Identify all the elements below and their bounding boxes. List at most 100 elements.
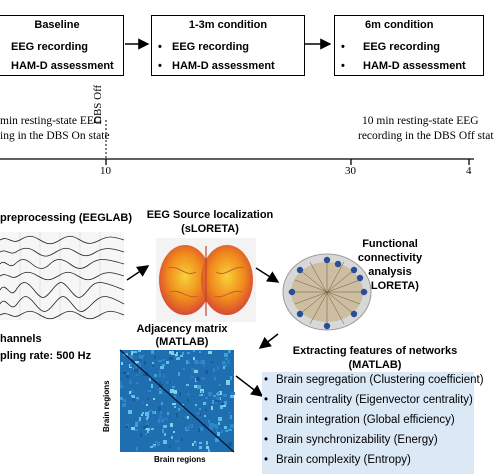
- matrix-cell: [136, 397, 139, 400]
- matrix-cell: [187, 399, 189, 402]
- matrix-cell: [160, 366, 164, 369]
- matrix-cell: [174, 390, 177, 394]
- matrix-cell: [147, 398, 149, 400]
- matrix-cell: [224, 353, 228, 357]
- condition-6m-box: 6m condition • EEG recording • HAM-D ass…: [334, 15, 484, 76]
- matrix-cell: [187, 393, 190, 396]
- matrix-cell: [164, 418, 168, 420]
- matrix-cell: [205, 409, 207, 411]
- matrix-cell: [166, 381, 169, 384]
- matrix-cell: [216, 430, 218, 432]
- matrix-cell: [228, 350, 231, 353]
- matrix-cell: [194, 385, 197, 388]
- matrix-cell: [137, 363, 141, 367]
- feature-bullet-5: •: [264, 454, 269, 466]
- matrix-cell: [195, 442, 197, 446]
- matrix-cell: [216, 397, 220, 400]
- source-title: EEG Source localization (sLORETA): [146, 208, 274, 236]
- matrix-cell: [136, 399, 138, 401]
- matrix-cell: [136, 447, 138, 451]
- channels-label: hannels: [0, 333, 42, 345]
- matrix-cell: [148, 390, 151, 392]
- matrix-cell: [120, 381, 122, 385]
- feature-centrality: Brain centrality (Eigenvector centrality…: [276, 394, 473, 406]
- matrix-cell: [163, 374, 165, 378]
- matrix-cell: [208, 392, 212, 396]
- matrix-cell: [209, 426, 213, 430]
- matrix-cell: [187, 416, 189, 419]
- matrix-cell: [183, 368, 185, 370]
- matrix-cell: [225, 365, 227, 367]
- matrix-cell: [121, 362, 123, 365]
- matrix-cell: [152, 411, 155, 414]
- matrix-cell: [163, 425, 167, 428]
- matrix-cell: [228, 442, 232, 446]
- condition-1-3m-title: 1-3m condition: [188, 19, 268, 31]
- right-note-line-2: recording in the DBS Off stat: [358, 130, 494, 142]
- matrix-cell: [176, 413, 178, 417]
- matrix-cell: [145, 433, 147, 435]
- matrix-cell: [211, 406, 213, 410]
- connectivity-brain-image: [282, 253, 372, 331]
- matrix-cell: [219, 391, 222, 395]
- feature-complexity: Brain complexity (Entropy): [276, 454, 411, 466]
- matrix-cell: [206, 446, 209, 449]
- matrix-cell: [131, 395, 135, 397]
- matrix-cell: [123, 399, 126, 402]
- matrix-cell: [199, 427, 203, 431]
- matrix-cell: [162, 364, 165, 366]
- condition-6m-bullet-1: •: [341, 41, 345, 53]
- matrix-cell: [201, 360, 205, 364]
- matrix-cell: [199, 393, 201, 395]
- matrix-cell: [187, 352, 190, 354]
- matrix-cell: [223, 394, 227, 397]
- matrix-cell: [157, 442, 160, 446]
- eeg-traces: [0, 232, 125, 320]
- matrix-cell: [175, 440, 179, 443]
- features-title: Extracting features of networks (MATLAB): [280, 344, 470, 372]
- matrix-cell: [209, 423, 211, 426]
- matrix-cell: [181, 438, 183, 441]
- condition-1-3m-bullet-2: •: [158, 60, 162, 72]
- source-title-line-2: (sLORETA): [181, 223, 239, 235]
- matrix-cell: [126, 375, 129, 378]
- condition-6m-title: 6m condition: [365, 19, 434, 31]
- matrix-cell: [159, 390, 162, 394]
- matrix-cell: [211, 361, 213, 363]
- matrix-cell: [161, 419, 164, 422]
- matrix-cell: [141, 414, 143, 416]
- matrix-cell: [206, 441, 208, 445]
- matrix-cell: [171, 436, 173, 439]
- matrix-cell: [129, 391, 131, 394]
- matrix-cell: [170, 389, 174, 393]
- matrix-cell: [191, 376, 194, 378]
- matrix-cell: [203, 363, 205, 367]
- matrix-cell: [192, 443, 194, 446]
- condition-1-3m-item-eeg: EEG recording: [172, 41, 250, 53]
- matrix-cell: [231, 351, 233, 353]
- matrix-cell: [188, 361, 190, 364]
- matrix-cell: [195, 404, 197, 406]
- matrix-cell: [226, 382, 230, 385]
- matrix-cell: [217, 366, 219, 370]
- matrix-cell: [174, 395, 176, 398]
- matrix-cell: [175, 352, 178, 356]
- left-note: min resting-state EEG ing in the DBS On …: [0, 114, 110, 144]
- matrix-cell: [139, 417, 141, 421]
- matrix-cell: [142, 402, 144, 404]
- matrix-cell: [189, 424, 192, 427]
- matrix-cell: [199, 442, 202, 444]
- matrix-cell: [204, 415, 206, 417]
- matrix-cell: [210, 423, 214, 427]
- matrix-cell: [199, 446, 202, 449]
- source-title-line-1: EEG Source localization: [146, 209, 274, 221]
- matrix-cell: [120, 385, 123, 388]
- right-note-line-1: 10 min resting-state EEG: [362, 115, 479, 127]
- matrix-cell: [154, 374, 157, 377]
- matrix-cell: [158, 407, 161, 411]
- matrix-cell: [191, 368, 195, 370]
- baseline-box: Baseline EEG recording HAM-D assessment: [0, 15, 124, 76]
- matrix-cell: [152, 365, 154, 367]
- matrix-cell: [128, 410, 132, 414]
- condition-6m-item-hamd: HAM-D assessment: [363, 60, 466, 72]
